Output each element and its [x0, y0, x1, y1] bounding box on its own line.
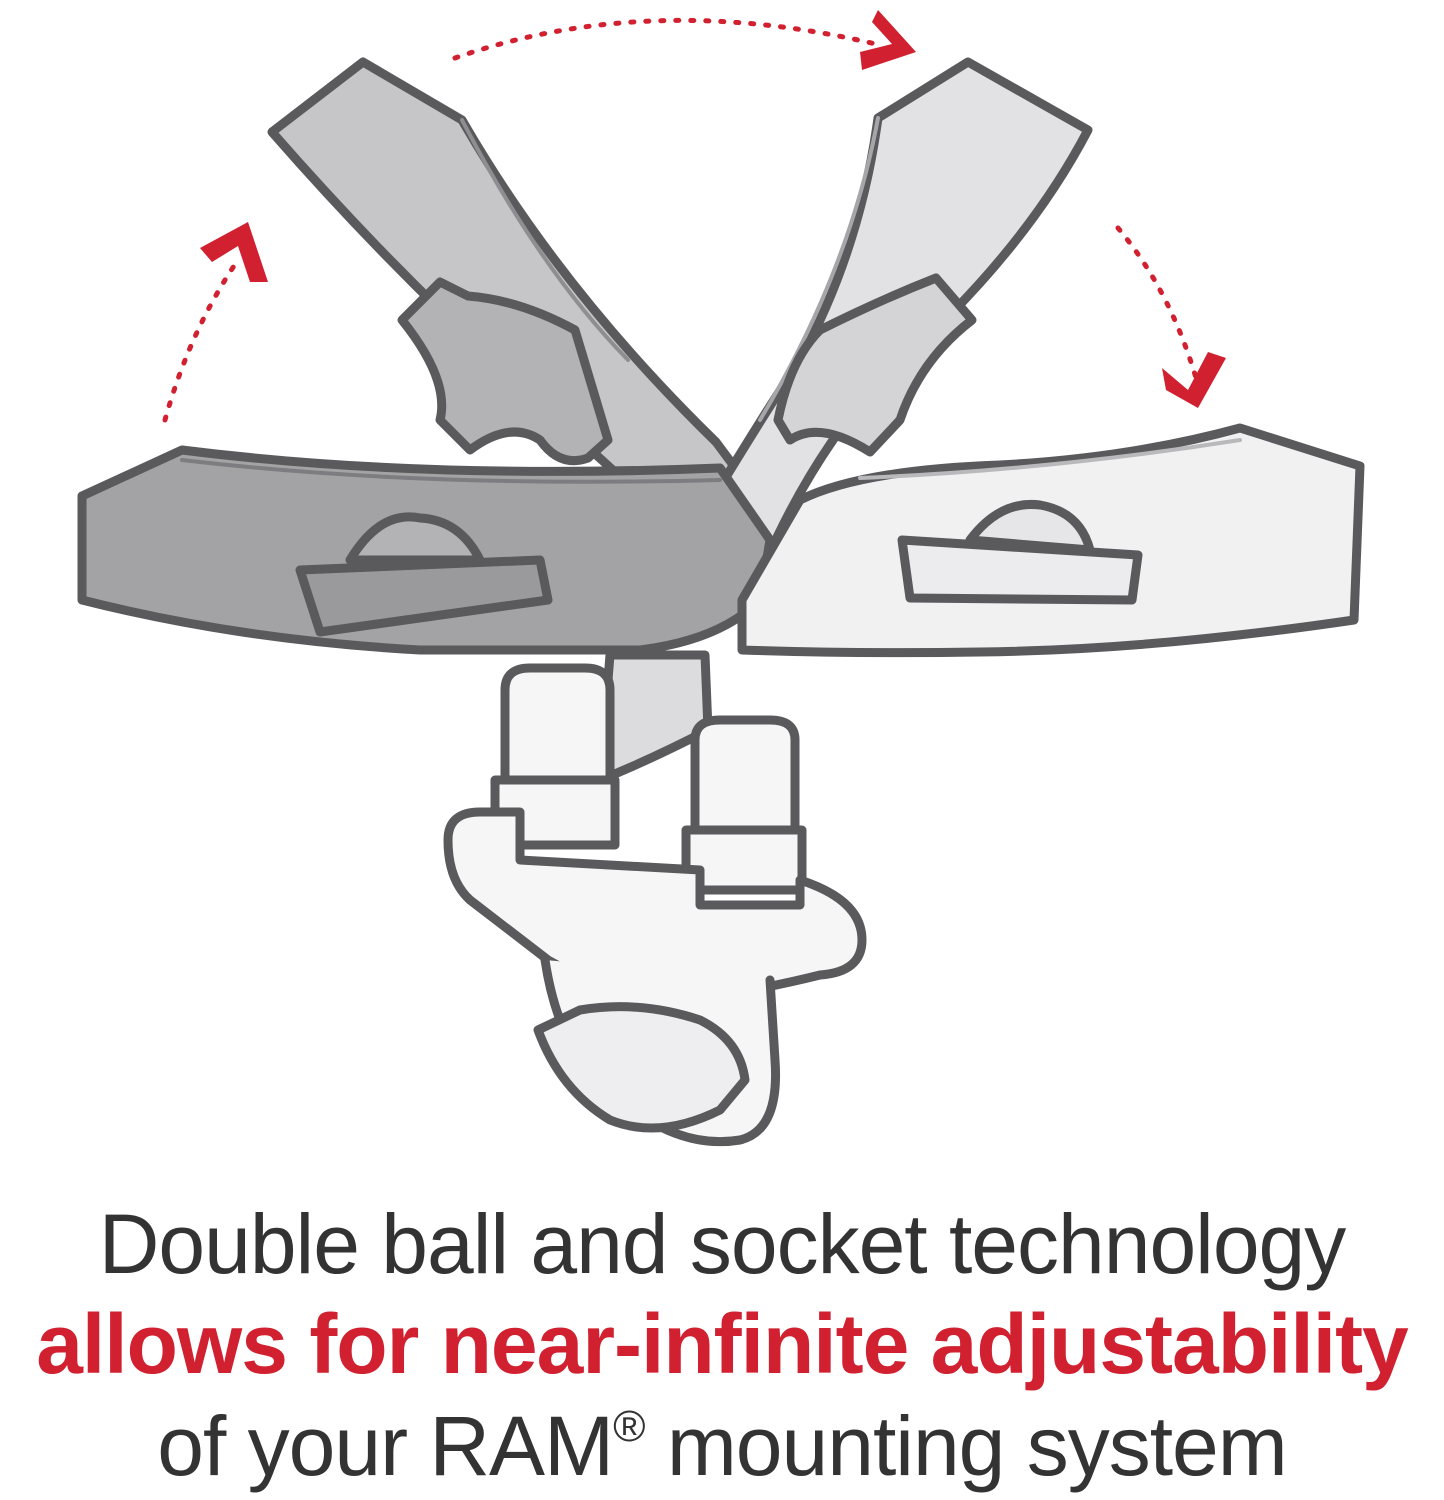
registered-mark: ® [613, 1402, 645, 1451]
caption-line-3: of your RAM® mounting system [0, 1398, 1444, 1495]
caption-line-1: Double ball and socket technology [98, 1197, 1347, 1291]
knob-right [897, 499, 1143, 605]
arrowhead-right-icon [1162, 352, 1226, 408]
knob-upper-left [397, 277, 613, 466]
mount-illustration [77, 10, 1365, 1147]
knob-upper-right [773, 273, 977, 457]
arc-top-dotted [452, 17, 883, 61]
motion-arrows [162, 10, 1226, 423]
arc-right-dotted [1115, 225, 1199, 381]
caption-line-3-prefix: of your RAM [157, 1399, 614, 1493]
knob-left [295, 512, 553, 637]
base-mount [443, 650, 867, 1147]
arrowhead-left-icon [200, 222, 268, 282]
arc-left-dotted [162, 257, 241, 423]
caption-line-2-highlight: allows for near-infinite adjustability [36, 1297, 1409, 1391]
arrowhead-top-icon [860, 10, 916, 70]
lower-ball [533, 1002, 750, 1133]
caption-line-3-suffix: mounting system [644, 1399, 1288, 1493]
